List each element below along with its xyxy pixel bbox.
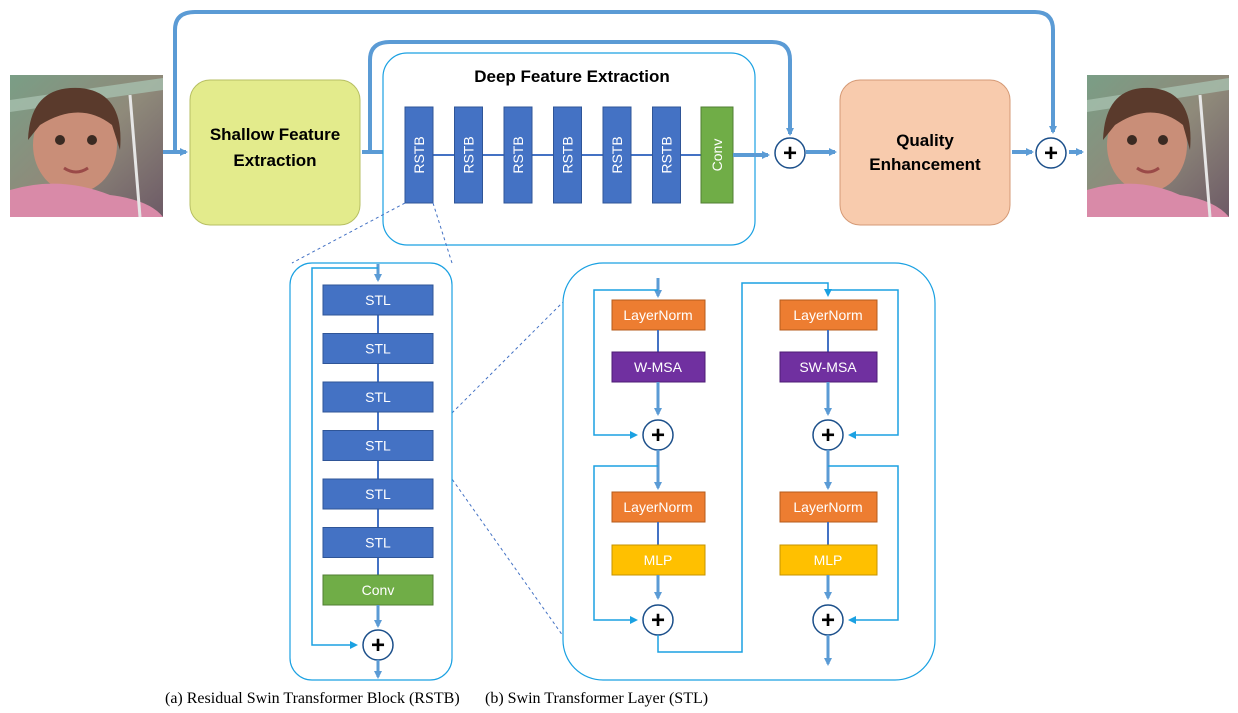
plus-symbol: + (821, 422, 835, 449)
layernorm-block (779, 491, 878, 523)
left-norm1-label: LayerNorm (623, 307, 692, 323)
rstb-block (652, 106, 681, 204)
deep-conv-label: Conv (709, 139, 725, 172)
rstb-label: RSTB (411, 136, 427, 173)
layernorm-block (611, 491, 706, 523)
rstb-block (404, 106, 434, 204)
stl-label: STL (365, 341, 391, 357)
w-msa-block (611, 351, 706, 383)
rstb-label: RSTB (560, 136, 576, 173)
shallow-label-line2: Extraction (233, 151, 316, 170)
stl-block (322, 284, 434, 316)
output-photo (1087, 75, 1229, 218)
right-attention-label: SW-MSA (799, 359, 857, 375)
layernorm-block (611, 299, 706, 331)
mlp-block (779, 544, 878, 576)
rstb-block (454, 106, 483, 204)
stl-label: STL (365, 535, 391, 551)
stl-chain: STL STL STL STL STL STL (322, 284, 434, 558)
plus-symbol: + (371, 632, 385, 659)
stl-label: STL (365, 389, 391, 405)
deep-title: Deep Feature Extraction (474, 67, 670, 86)
rstb-label: RSTB (609, 136, 625, 173)
rstb-conv-block (322, 574, 434, 606)
stl-label: STL (365, 486, 391, 502)
rstb-block (553, 106, 582, 204)
plus-symbol: + (651, 607, 665, 634)
global-skip-arrow (173, 10, 1057, 152)
caption-rstb: (a) Residual Swin Transformer Block (RST… (165, 690, 460, 707)
rstb-conv-label: Conv (362, 582, 395, 598)
stl-block (322, 333, 434, 364)
plus-symbol: + (783, 140, 797, 167)
plus-symbol: + (1044, 140, 1058, 167)
stl-detail-panel: LayerNorm W-MSA + LayerNorm MLP + LayerN… (562, 262, 936, 681)
left-attention-label: W-MSA (634, 359, 683, 375)
right-norm2-label: LayerNorm (793, 499, 862, 515)
stl-right-column: LayerNorm SW-MSA + LayerNorm MLP + (779, 289, 899, 666)
rstb-chain: RSTB RSTB RSTB RSTB RSTB RSTB (404, 106, 681, 204)
plus-symbol: + (821, 607, 835, 634)
shallow-feature-block: Shallow Feature Extraction (189, 79, 361, 226)
rstb-block (503, 106, 533, 204)
left-norm2-label: LayerNorm (623, 499, 692, 515)
plus-circle-icon: + (1035, 137, 1067, 169)
right-mlp-label: MLP (814, 552, 843, 568)
plus-circle-icon: + (774, 137, 806, 169)
rstb-label: RSTB (461, 136, 477, 173)
main-pipeline-arrows (163, 10, 1084, 156)
plus-symbol: + (651, 422, 665, 449)
left-mlp-label: MLP (644, 552, 673, 568)
right-norm1-label: LayerNorm (793, 307, 862, 323)
stl-block (322, 381, 434, 413)
stl-block (322, 430, 434, 461)
stl-block (322, 527, 434, 558)
rstb-block (602, 106, 632, 204)
quality-label-line2: Enhancement (869, 155, 981, 174)
caption-stl: (b) Swin Transformer Layer (STL) (485, 690, 708, 707)
input-photo (10, 75, 163, 218)
stl-label: STL (365, 292, 391, 308)
shallow-skip-arrow (368, 40, 794, 152)
quality-label-line1: Quality (896, 131, 954, 150)
rstb-detail-panel: STL STL STL STL STL STL Conv + (289, 262, 453, 681)
quality-enhancement-block: Quality Enhancement (839, 79, 1011, 226)
stl-left-column: LayerNorm W-MSA + LayerNorm MLP + (593, 278, 832, 653)
rstb-label: RSTB (510, 136, 526, 173)
mlp-block (611, 544, 706, 576)
stl-block (322, 478, 434, 510)
rstb-label: RSTB (659, 136, 675, 173)
shallow-label-line1: Shallow Feature (210, 125, 340, 144)
stl-label: STL (365, 438, 391, 454)
